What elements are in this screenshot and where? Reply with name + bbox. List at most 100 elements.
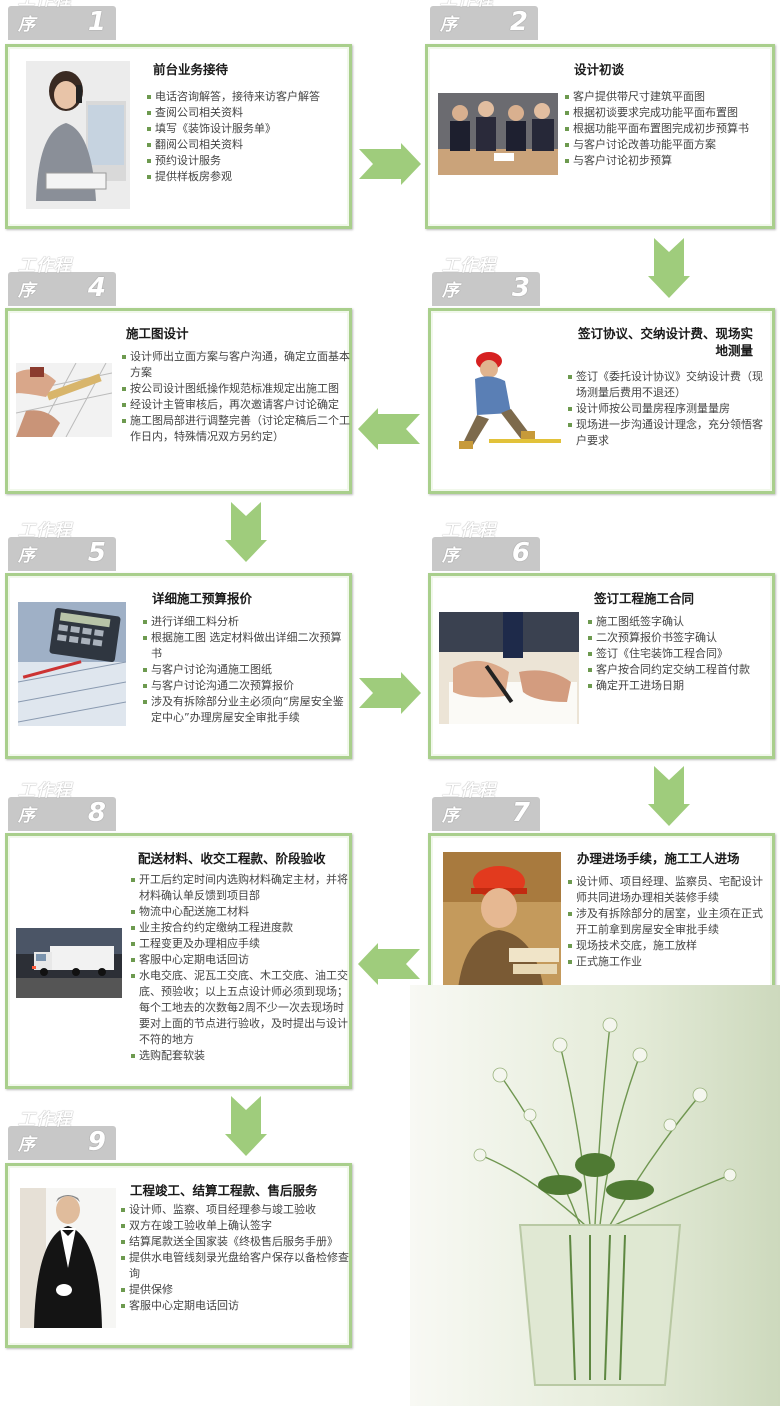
butler-photo — [20, 1188, 116, 1328]
step-1-items: 电话咨询解答，接待来访客户解答 查阅公司相关资料 填写《装饰设计服务单》 翻阅公… — [146, 89, 346, 185]
list-item: 经设计主管审核后，再次邀请客户讨论确定 — [121, 397, 351, 413]
list-item: 与客户讨论沟通二次预算报价 — [142, 678, 350, 694]
list-item: 双方在竣工验收单上确认签字 — [120, 1218, 352, 1234]
step-number: 5 — [87, 538, 106, 568]
step-6-box: 签订工程施工合同 施工图纸签字确认 二次预算报价书签字确认 签订《住宅装饰工程合… — [428, 573, 775, 759]
arrow-right-icon — [359, 143, 421, 185]
list-item: 签订《住宅装饰工程合同》 — [587, 646, 771, 662]
step-5-items: 进行详细工料分析 根据施工图 选定材料做出详细二次预算书 与客户讨论沟通施工图纸… — [142, 614, 350, 726]
list-item: 设计师出立面方案与客户沟通，确定立面基本方案 — [121, 349, 351, 381]
arrow-down-icon — [225, 502, 267, 562]
step-2-tab: 工作程序 2 — [430, 0, 538, 40]
step-tab-label: 工作程序 — [18, 521, 72, 566]
step-2-box: 设计初谈 客户提供带尺寸建筑平面图 根据初谈要求完成功能平面布置图 根据功能平面… — [425, 44, 775, 229]
receptionist-photo — [26, 61, 130, 209]
step-5-box: 详细施工预算报价 进行详细工料分析 根据施工图 选定材料做出详细二次预算书 与客… — [5, 573, 352, 759]
worker-photo — [443, 852, 561, 1000]
list-item: 涉及有拆除部分的居室，业主须在正式开工前拿到房屋安全审批手续 — [567, 906, 771, 938]
list-item: 客服中心定期电话回访 — [120, 1298, 352, 1314]
step-8-tab: 工作程序 8 — [8, 781, 116, 831]
list-item: 提供样板房参观 — [146, 169, 346, 185]
list-item: 物流中心配送施工材料 — [130, 904, 352, 920]
list-item: 与客户讨论改善功能平面方案 — [564, 137, 770, 153]
step-tab-label: 工作程序 — [18, 0, 72, 35]
list-item: 设计师、项目经理、监察员、宅配设计师共同进场办理相关装修手续 — [567, 874, 771, 906]
list-item: 查阅公司相关资料 — [146, 105, 346, 121]
step-tab-label: 工作程序 — [18, 256, 72, 301]
step-title: 详细施工预算报价 — [152, 591, 253, 606]
step-number: 2 — [509, 7, 528, 37]
step-number: 4 — [87, 273, 106, 303]
list-item: 业主按合约约定缴纳工程进度款 — [130, 920, 352, 936]
step-tab-label: 工作程序 — [440, 0, 494, 35]
list-item: 进行详细工料分析 — [142, 614, 350, 630]
step-3-tab: 工作程序 3 — [432, 256, 540, 306]
flower-vase-image — [410, 985, 780, 1406]
step-number: 6 — [511, 538, 530, 568]
list-item: 根据功能平面布置图完成初步预算书 — [564, 121, 770, 137]
list-item: 设计师、监察、项目经理参与竣工验收 — [120, 1202, 352, 1218]
step-title: 办理进场手续，施工工人进场 — [577, 851, 740, 866]
surveyor-photo — [449, 343, 561, 453]
step-number: 8 — [87, 798, 106, 828]
list-item: 签订《委托设计协议》交纳设计费（现场测量后费用不退还） — [567, 369, 767, 401]
list-item: 预约设计服务 — [146, 153, 346, 169]
drafting-photo — [16, 363, 112, 437]
step-title: 签订协议、交纳设计费、现场实地测量 — [577, 326, 753, 358]
step-1-tab: 工作程序 1 — [8, 0, 116, 40]
delivery-truck-photo — [16, 928, 122, 998]
list-item: 根据施工图 选定材料做出详细二次预算书 — [142, 630, 350, 662]
step-number: 1 — [87, 7, 106, 37]
step-7-tab: 工作程序 7 — [432, 781, 540, 831]
list-item: 客服中心定期电话回访 — [130, 952, 352, 968]
list-item: 提供保修 — [120, 1282, 352, 1298]
step-9-box: 工程竣工、结算工程款、售后服务 设计师、监察、项目经理参与竣工验收 双方在竣工验… — [5, 1163, 352, 1348]
step-title: 施工图设计 — [126, 326, 189, 341]
list-item: 开工后约定时间内选购材料确定主材，并将材料确认单反馈到项目部 — [130, 872, 352, 904]
list-item: 确定开工进场日期 — [587, 678, 771, 694]
list-item: 二次预算报价书签字确认 — [587, 630, 771, 646]
arrow-left-icon — [358, 408, 420, 450]
list-item: 正式施工作业 — [567, 954, 771, 970]
step-title: 前台业务接待 — [153, 62, 229, 77]
list-item: 现场进一步沟通设计理念，充分领悟客户要求 — [567, 417, 767, 449]
step-4-tab: 工作程序 4 — [8, 256, 116, 306]
list-item: 翻阅公司相关资料 — [146, 137, 346, 153]
step-title: 工程竣工、结算工程款、售后服务 — [130, 1183, 318, 1198]
arrow-down-icon — [225, 1096, 267, 1156]
step-tab-label: 工作程序 — [18, 781, 72, 826]
step-4-items: 设计师出立面方案与客户沟通，确定立面基本方案 按公司设计图纸操作规范标准规定出施… — [121, 349, 351, 445]
meeting-photo — [438, 93, 558, 175]
step-5-tab: 工作程序 5 — [8, 521, 116, 571]
step-title: 配送材料、收交工程款、阶段验收 — [138, 851, 326, 866]
step-9-items: 设计师、监察、项目经理参与竣工验收 双方在竣工验收单上确认签字 结算尾款送全国家… — [120, 1202, 352, 1314]
list-item: 涉及有拆除部分业主必须向“房屋安全鉴定中心”办理房屋安全审批手续 — [142, 694, 350, 726]
calculator-photo — [18, 602, 126, 726]
arrow-down-icon — [648, 238, 690, 298]
list-item: 结算尾款送全国家装《终极售后服务手册》 — [120, 1234, 352, 1250]
step-number: 9 — [87, 1127, 106, 1157]
signing-photo — [439, 612, 579, 724]
step-8-box: 配送材料、收交工程款、阶段验收 开工后约定时间内选购材料确定主材，并将材料确认单… — [5, 833, 352, 1089]
list-item: 施工图局部进行调整完善（讨论定稿后二个工作日内，特殊情况双方另约定） — [121, 413, 351, 445]
step-number: 3 — [511, 273, 530, 303]
step-number: 7 — [511, 798, 530, 828]
list-item: 填写《装饰设计服务单》 — [146, 121, 346, 137]
list-item: 客户按合同约定交纳工程首付款 — [587, 662, 771, 678]
arrow-right-icon — [359, 672, 421, 714]
step-7-items: 设计师、项目经理、监察员、宅配设计师共同进场办理相关装修手续 涉及有拆除部分的居… — [567, 874, 771, 970]
step-2-items: 客户提供带尺寸建筑平面图 根据初谈要求完成功能平面布置图 根据功能平面布置图完成… — [564, 89, 770, 169]
step-6-items: 施工图纸签字确认 二次预算报价书签字确认 签订《住宅装饰工程合同》 客户按合同约… — [587, 614, 771, 694]
step-3-items: 签订《委托设计协议》交纳设计费（现场测量后费用不退还） 设计师按公司量房程序测量… — [567, 369, 767, 449]
list-item: 现场技术交底，施工放样 — [567, 938, 771, 954]
step-tab-label: 工作程序 — [442, 781, 496, 826]
list-item: 按公司设计图纸操作规范标准规定出施工图 — [121, 381, 351, 397]
list-item: 选购配套软装 — [130, 1048, 352, 1064]
step-4-box: 施工图设计 设计师出立面方案与客户沟通，确定立面基本方案 按公司设计图纸操作规范… — [5, 308, 352, 494]
list-item: 与客户讨论初步预算 — [564, 153, 770, 169]
list-item: 提供水电管线刻录光盘给客户保存以备检修查询 — [120, 1250, 352, 1282]
step-tab-label: 工作程序 — [442, 256, 496, 301]
list-item: 水电交底、泥瓦工交底、木工交底、油工交底、预验收；以上五点设计师必须到现场； 每… — [130, 968, 352, 1048]
